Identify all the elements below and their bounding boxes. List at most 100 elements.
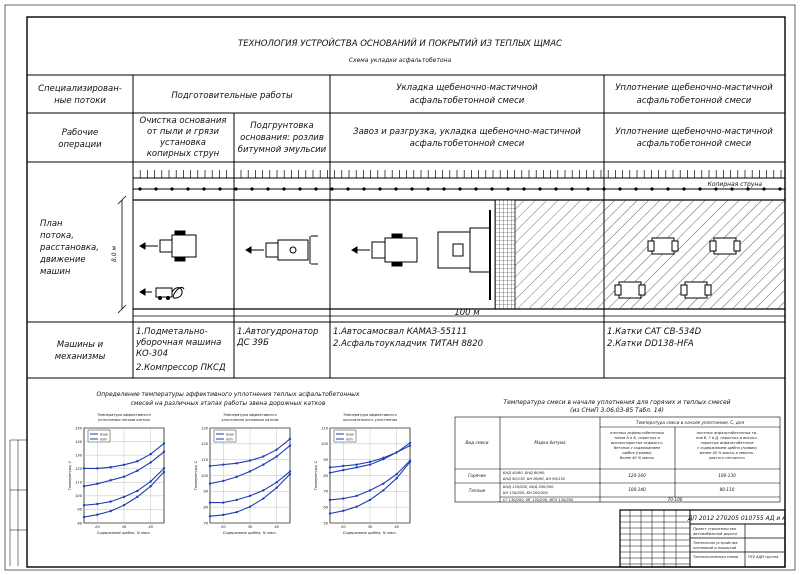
station-ruler: [132, 170, 782, 178]
svg-text:типов А и Б, пористых и: типов А и Б, пористых и: [614, 436, 660, 440]
legend-label: min: [346, 437, 353, 441]
data-point: [342, 464, 345, 468]
flow-prep: Подготовительные работы: [171, 91, 293, 101]
data-point: [235, 498, 238, 502]
data-point: [208, 501, 212, 504]
y-axis-label: Температура, С: [68, 460, 72, 490]
svg-text:высокопористых асфальто-: высокопористых асфальто-: [611, 441, 664, 445]
svg-text:1.Подметально-: 1.Подметально-: [136, 327, 208, 337]
data-point: [275, 455, 278, 458]
svg-text:Технология устройства: Технология устройства: [693, 541, 738, 545]
paver-screed-zone: [494, 199, 516, 310]
peg-marker: [650, 187, 654, 191]
svg-text:менее 40 % массы и малопо-: менее 40 % массы и малопо-: [700, 451, 755, 455]
svg-text:плотных асфальтобетонных ти-: плотных асфальтобетонных ти-: [697, 431, 759, 435]
row-header-machines: Машины и механизмы: [55, 340, 106, 362]
y-tick-label: 130: [75, 453, 83, 457]
peg-marker: [490, 187, 494, 191]
machines-cleaning: 1.Подметально- уборочная машина КО-304 2…: [135, 327, 226, 373]
data-point: [136, 469, 139, 472]
temperature-table: Температура смеси в начале уплотнения дл…: [454, 399, 781, 503]
svg-text:100-140: 100-140: [628, 487, 646, 492]
x-tick-label: 30: [122, 525, 127, 529]
data-point: [408, 444, 412, 447]
data-point: [208, 464, 212, 468]
svg-text:1.Автогудронатор: 1.Автогудронатор: [237, 327, 318, 337]
row-header-plan: План потока, расстановка, движение машин: [39, 219, 99, 277]
data-point: [275, 486, 278, 489]
y-tick-label: 110: [75, 481, 83, 485]
svg-text:битумной эмульсии: битумной эмульсии: [238, 145, 327, 155]
data-point: [109, 465, 112, 469]
th-col-b: плотных асфальтобетонных ти- пов В, Г и …: [696, 431, 759, 460]
svg-text:уборочная машина: уборочная машина: [135, 338, 221, 348]
svg-text:ристого песчаного: ристого песчаного: [708, 456, 745, 460]
y-tick-label: 70: [203, 521, 208, 525]
peg-marker: [394, 187, 398, 191]
data-point: [208, 515, 212, 518]
data-point: [96, 467, 99, 470]
svg-text:с содержанием щебня (гравия): с содержанием щебня (гравия): [697, 446, 757, 450]
chart-title: Температура эффективного: [223, 413, 277, 417]
peg-marker: [234, 187, 238, 191]
roller-machine: [614, 237, 741, 299]
peg-marker: [666, 187, 670, 191]
data-point: [368, 463, 372, 466]
x-tick-label: 40: [274, 525, 279, 529]
peg-marker: [458, 187, 462, 191]
data-point: [235, 510, 238, 514]
legend-label: min: [226, 437, 233, 441]
svg-text:плотных асфальтобетонных: плотных асфальтобетонных: [610, 431, 665, 435]
data-point: [82, 515, 86, 519]
y-tick-label: 140: [75, 440, 83, 444]
data-point: [355, 463, 358, 466]
data-point: [162, 470, 166, 474]
data-point: [368, 498, 372, 502]
y-axis-label: Температура, С: [194, 460, 198, 490]
svg-text:Проект строительства: Проект строительства: [693, 527, 736, 531]
peg-marker: [218, 187, 222, 191]
data-point: [368, 460, 372, 464]
svg-text:Завоз и разгрузка, укладка щеб: Завоз и разгрузка, укладка щебеночно-мас…: [353, 127, 581, 137]
svg-text:основания: розлив: основания: розлив: [240, 133, 324, 143]
data-point: [109, 500, 112, 503]
x-axis-label: Содержание щебня, % масс.: [343, 531, 397, 535]
chart-title: Температура эффективного: [343, 413, 397, 417]
data-point: [382, 489, 385, 492]
peg-marker: [346, 187, 350, 191]
svg-text:машин: машин: [40, 267, 71, 277]
data-point: [262, 489, 265, 492]
peg-marker: [426, 187, 430, 191]
data-point: [96, 513, 99, 516]
svg-text:потока,: потока,: [40, 231, 74, 241]
chart-title: окончательного уплотнения: [343, 418, 398, 422]
data-point: [262, 455, 265, 458]
data-point: [162, 442, 166, 445]
peg-marker: [330, 187, 334, 191]
svg-text:120-160: 120-160: [628, 473, 646, 478]
data-point: [328, 512, 332, 515]
data-point: [136, 495, 139, 499]
width-dimension-label: 8,0 м: [111, 246, 118, 262]
peg-marker: [282, 187, 286, 191]
svg-text:План: План: [40, 219, 63, 229]
machines-compaction: 1.Катки CAT CB-534D 2.Катки DD138-HFA: [607, 327, 702, 349]
data-point: [96, 502, 99, 506]
fresh-mix-zone: [515, 200, 604, 309]
peg-marker: [474, 187, 478, 191]
svg-text:СГ 130/200, МГ 130/200, МГО 13: СГ 130/200, МГ 130/200, МГО 130/200: [503, 498, 574, 502]
chart-title: Температура эффективного: [97, 413, 151, 417]
th-kind: Вид смеси: [466, 440, 489, 445]
length-dimension-label: 100 м: [454, 308, 480, 318]
data-point: [288, 437, 292, 441]
y-tick-label: 90: [323, 458, 328, 462]
data-point: [262, 497, 265, 500]
copy-string-pegs: [138, 187, 782, 191]
peg-marker: [186, 187, 190, 191]
data-point: [149, 480, 152, 483]
y-tick-label: 110: [321, 426, 329, 430]
y-tick-label: 80: [323, 474, 328, 478]
svg-text:БН 130/200, БН 200/300: БН 130/200, БН 200/300: [503, 491, 548, 495]
svg-text:Машины и: Машины и: [57, 340, 104, 350]
